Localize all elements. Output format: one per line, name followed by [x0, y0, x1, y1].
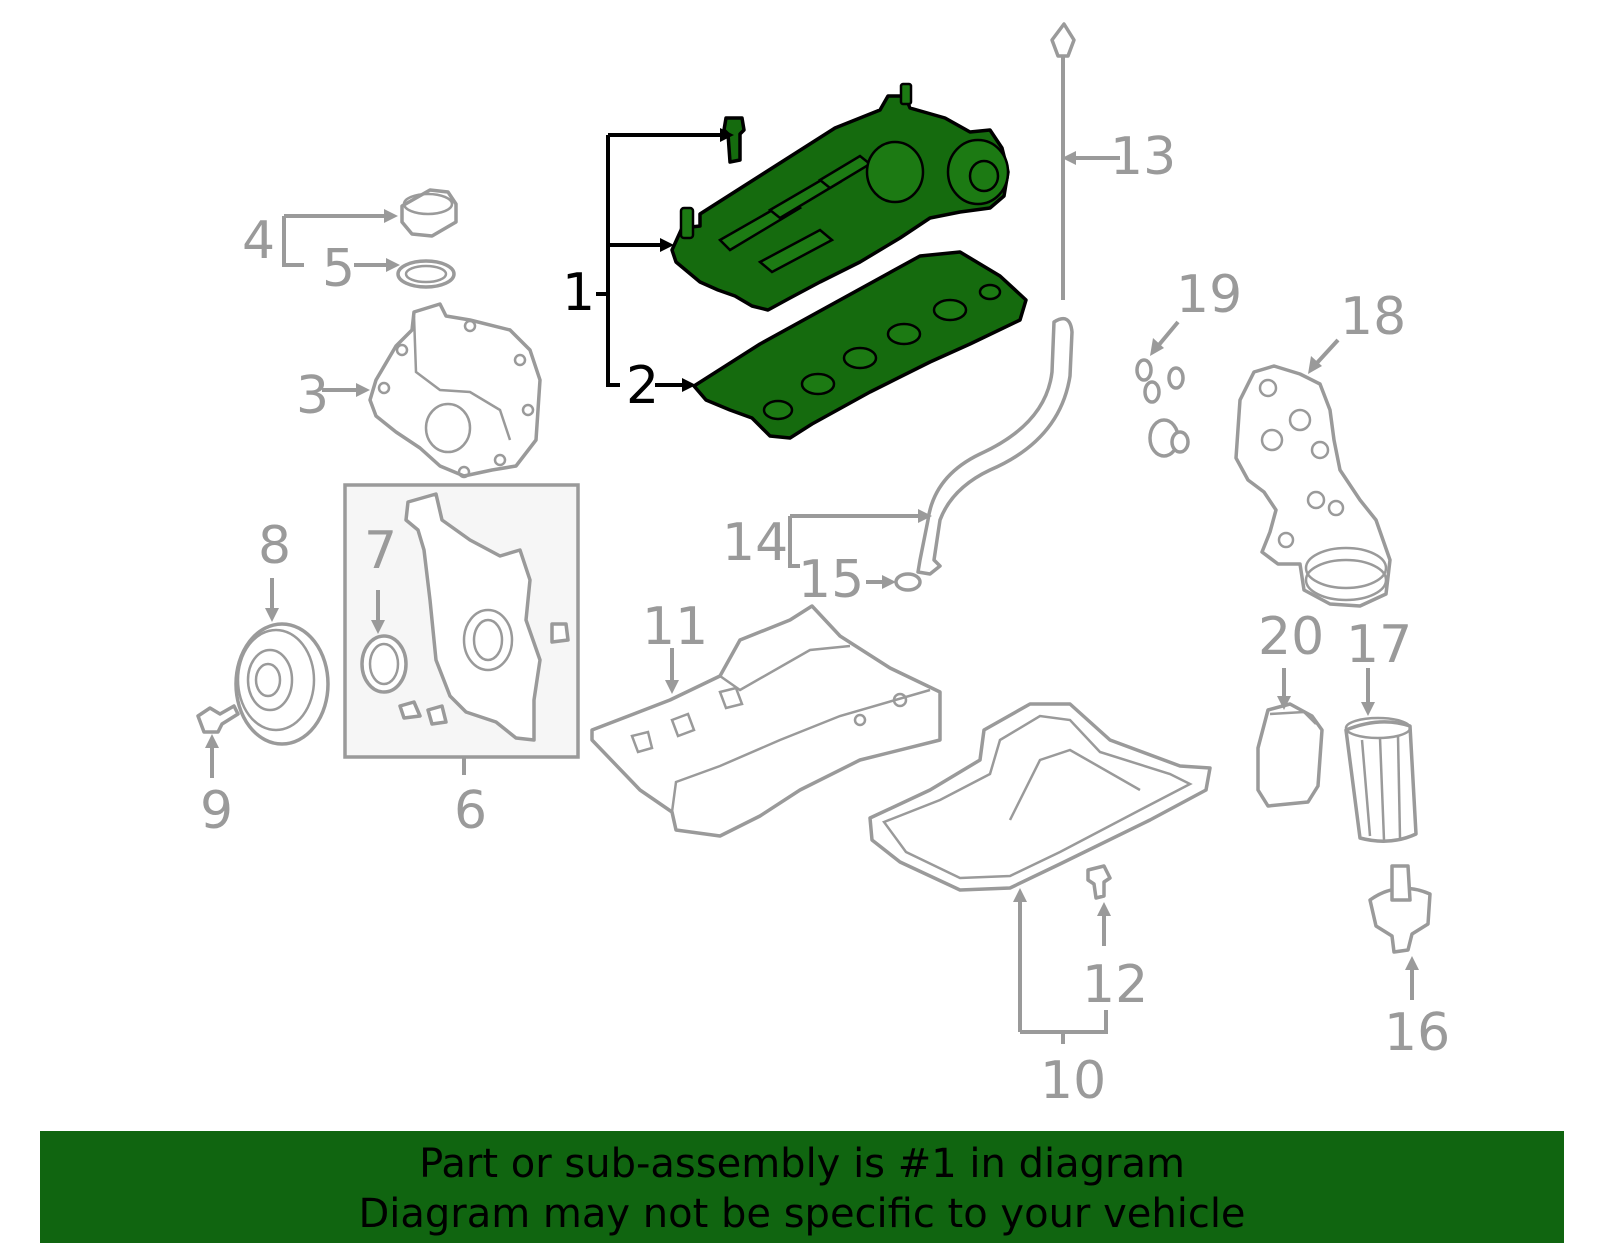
- callout-11: 11: [642, 597, 708, 657]
- dipstick-tube-oring[interactable]: [866, 572, 922, 592]
- banner-line-1: Part or sub-assembly is #1 in diagram: [419, 1141, 1185, 1187]
- filler-cap-seal[interactable]: [396, 259, 456, 289]
- callout-4: 4: [242, 211, 275, 271]
- callout-12: 12: [1082, 955, 1148, 1015]
- callout-17: 17: [1346, 615, 1412, 675]
- callout-10: 10: [1040, 1051, 1106, 1111]
- callout-1: 1: [562, 263, 595, 323]
- callout-7: 7: [364, 521, 397, 581]
- callout-4-5-3-leaders: [282, 209, 400, 397]
- callout-6: 6: [454, 781, 487, 841]
- oil-filler-cap[interactable]: [400, 188, 458, 238]
- drain-plug[interactable]: [1086, 864, 1112, 946]
- pulley-bolt[interactable]: [196, 704, 240, 778]
- callout-18: 18: [1340, 287, 1406, 347]
- callout-8: 8: [258, 516, 291, 576]
- callout-2: 2: [626, 356, 659, 416]
- dipstick-tube[interactable]: [788, 316, 1074, 576]
- valve-cover-part[interactable]: [670, 82, 1010, 312]
- info-banner: Part or sub-assembly is #1 in diagram Di…: [40, 1131, 1564, 1243]
- timing-cover-upper[interactable]: [368, 302, 542, 479]
- filter-drain-valve[interactable]: [1368, 864, 1432, 1000]
- callout-15: 15: [798, 550, 864, 610]
- oil-pan-lower[interactable]: [868, 702, 1212, 1044]
- callout-13: 13: [1110, 127, 1176, 187]
- callout-20: 20: [1258, 607, 1324, 667]
- valve-cover-bolt[interactable]: [722, 116, 746, 164]
- callout-5: 5: [322, 239, 355, 299]
- valve-cover-gasket[interactable]: [692, 250, 1028, 440]
- callout-19: 19: [1176, 265, 1242, 325]
- callout-3: 3: [296, 366, 329, 426]
- banner-line-2: Diagram may not be specific to your vehi…: [358, 1191, 1246, 1237]
- callout-1-bracket: [596, 128, 734, 392]
- crankshaft-pulley[interactable]: [234, 578, 330, 746]
- oil-filter-element[interactable]: [1344, 668, 1418, 843]
- callout-14: 14: [722, 513, 788, 573]
- callout-9: 9: [200, 781, 233, 841]
- oil-pan-upper[interactable]: [590, 604, 942, 838]
- filter-housing-seals[interactable]: [1135, 320, 1190, 458]
- oil-dipstick[interactable]: [1050, 22, 1120, 300]
- oil-filter-housing[interactable]: [1234, 338, 1392, 608]
- callout-16: 16: [1384, 1003, 1450, 1063]
- parts-diagram: 1 2 3 4 5 6 7 8 9 10 11 12 13 14 15 16 1…: [196, 22, 1450, 1111]
- oil-cooler[interactable]: [1256, 668, 1324, 808]
- crankshaft-seal[interactable]: [360, 590, 408, 694]
